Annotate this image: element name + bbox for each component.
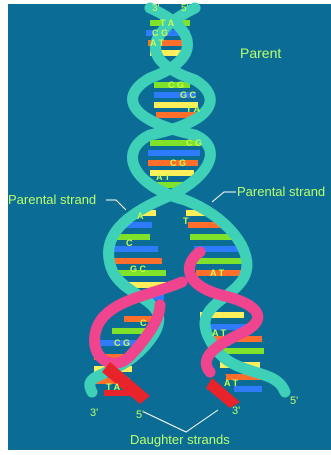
end-label-5-right: 5' xyxy=(290,395,298,407)
base-letter: C G xyxy=(168,80,184,90)
parental-strand-label-left: Parental strand xyxy=(8,192,96,207)
base-letter: T xyxy=(183,216,189,226)
base-letter: C G xyxy=(170,158,186,168)
parent-label: Parent xyxy=(240,45,281,61)
base xyxy=(116,234,150,240)
end-label-3-left: 3' xyxy=(90,407,98,419)
end-label-5-top: 5' xyxy=(181,3,189,14)
base-letter: A T xyxy=(224,378,239,388)
end-label-5-left: 5' xyxy=(136,409,144,421)
base-letter: G C xyxy=(180,90,197,100)
base-letter: A xyxy=(137,211,144,221)
base-letter: T A xyxy=(160,18,175,28)
base-letter: A T xyxy=(156,172,171,182)
base xyxy=(194,258,244,264)
base-letter: G C xyxy=(130,264,147,274)
base-letter: C G xyxy=(186,138,202,148)
base xyxy=(190,234,232,240)
parental-strand-label-right: Parental strand xyxy=(237,184,325,199)
base-letter: C xyxy=(140,318,147,328)
daughter-strands-label: Daughter strands xyxy=(130,432,230,447)
base xyxy=(234,386,262,392)
base xyxy=(112,246,158,252)
end-label-3-right: 3' xyxy=(232,405,240,417)
base-letter: C xyxy=(126,238,133,248)
base-letter: A T xyxy=(212,328,227,338)
base-letter: C G xyxy=(152,28,168,38)
base-letter: C G xyxy=(114,338,130,348)
base-letter: T A xyxy=(186,104,201,114)
base-pair xyxy=(148,150,200,156)
end-label-3-top: 3' xyxy=(152,3,160,14)
base-letter: A T xyxy=(150,38,165,48)
base-letter: A T xyxy=(210,268,225,278)
base-letter: T A xyxy=(106,382,121,392)
